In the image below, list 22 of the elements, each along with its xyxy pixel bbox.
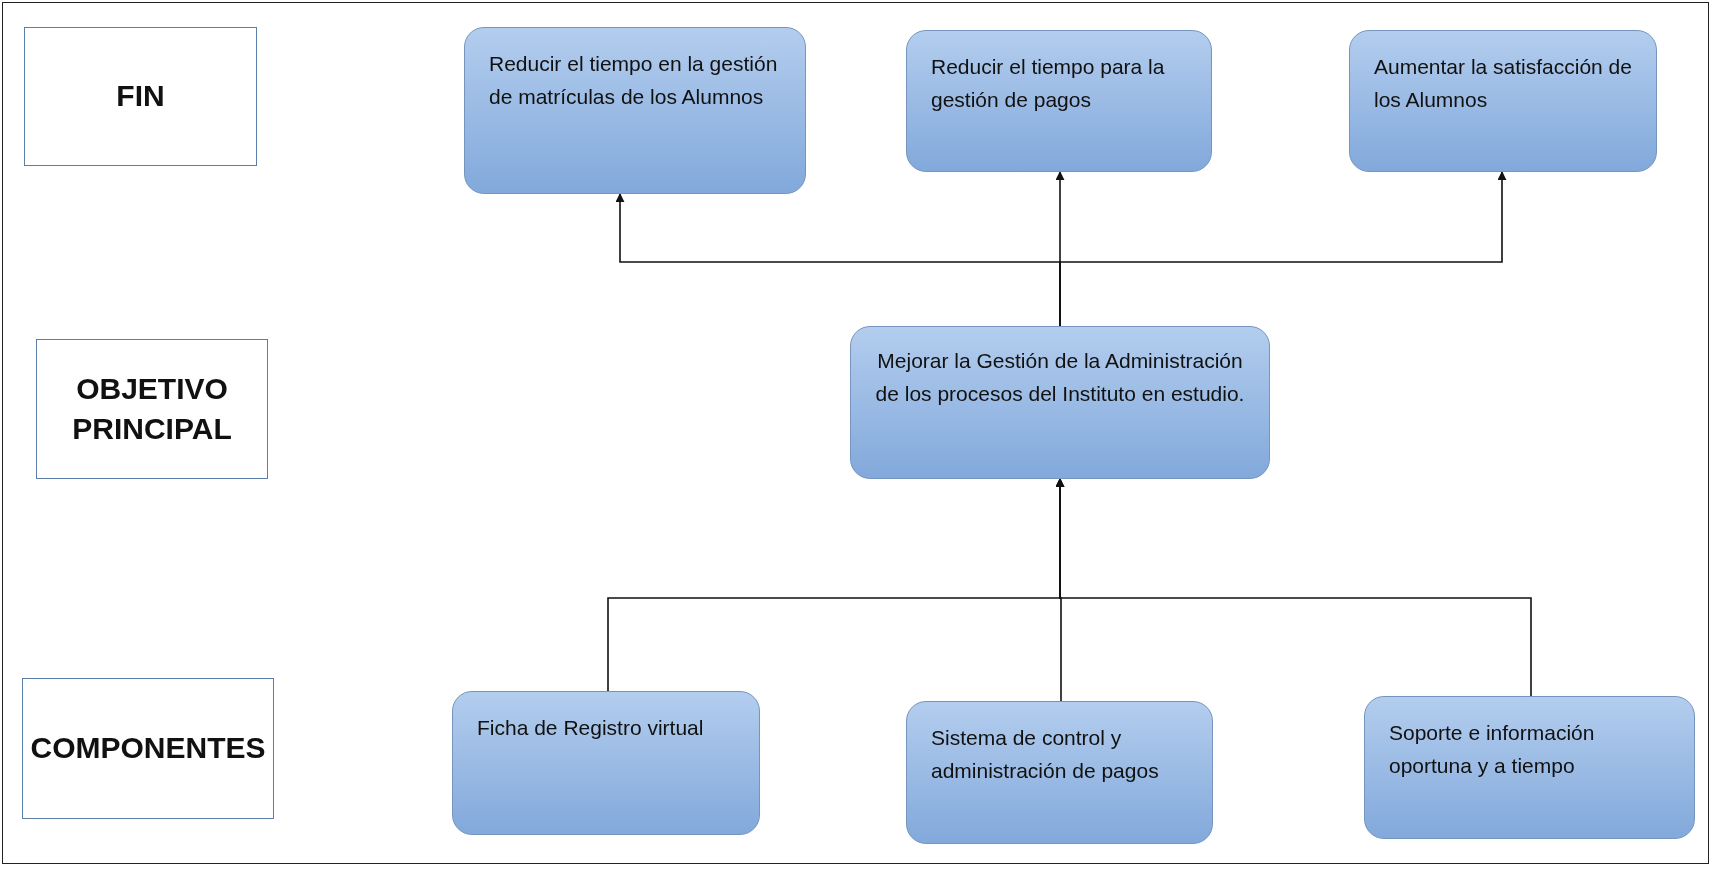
- connector-arrow: [1055, 478, 1532, 697]
- box-text: Sistema de control y administración de pagos: [931, 725, 1160, 784]
- row-label: OBJETIVO PRINCIPAL: [71, 370, 233, 447]
- box-text: Reducir el tiempo en la gestión de matrículas de los Alumnos: [489, 51, 779, 110]
- process-box: [906, 701, 1213, 844]
- row-label: FIN: [115, 78, 166, 115]
- row-label-box: [36, 339, 268, 479]
- process-box: [850, 326, 1270, 479]
- process-box: [1364, 696, 1695, 839]
- box-text: Reducir el tiempo para la gestión de pagos: [931, 54, 1166, 113]
- process-box: [464, 27, 806, 194]
- box-text: Aumentar la satisfacción de los Alumnos: [1374, 54, 1632, 113]
- row-label-box: [22, 678, 274, 819]
- box-text: Mejorar la Gestión de la Administración de los procesos del Instituto en estudio.: [875, 348, 1245, 407]
- connector-arrow: [1059, 171, 1507, 327]
- box-text: Soporte e información oportuna y a tiempo: [1389, 720, 1596, 779]
- process-box: [452, 691, 760, 835]
- process-box: [906, 30, 1212, 172]
- box-text: Ficha de Registro virtual: [477, 715, 704, 741]
- row-label: COMPONENTES: [29, 730, 267, 767]
- row-label-box: [24, 27, 257, 166]
- process-box: [1349, 30, 1657, 172]
